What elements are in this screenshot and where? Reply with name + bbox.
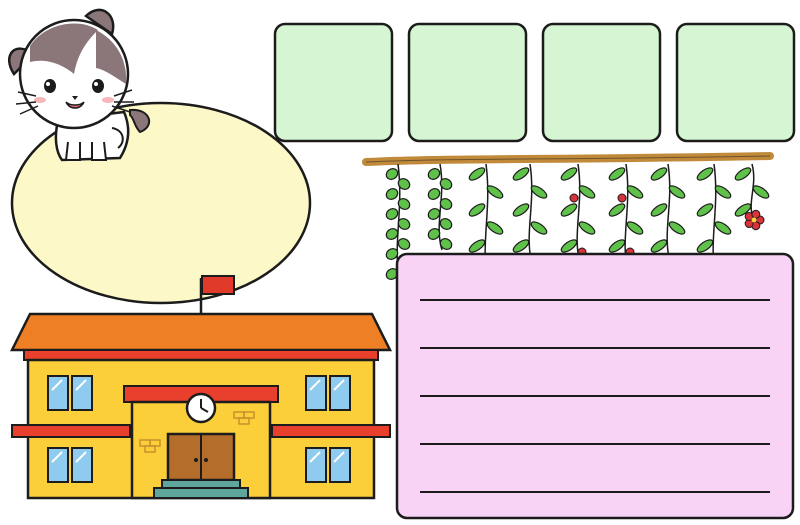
- window: [305, 447, 351, 483]
- vine-strand: [512, 163, 548, 265]
- title-box-1[interactable]: [273, 22, 394, 143]
- window: [47, 447, 93, 483]
- vine-strand: [427, 163, 453, 251]
- title-box-row: [273, 22, 796, 143]
- school-building-icon: [9, 275, 393, 500]
- title-box-4[interactable]: [675, 22, 796, 143]
- note-ruled-lines: [420, 299, 770, 493]
- vine-strand: [734, 163, 770, 231]
- school-windows: [47, 375, 351, 483]
- note-text-area[interactable]: [395, 252, 795, 520]
- cat-icon: [8, 8, 151, 162]
- window: [47, 375, 93, 411]
- window: [305, 375, 351, 411]
- vine-strand: [650, 163, 686, 263]
- title-box-2[interactable]: [407, 22, 528, 143]
- title-box-3[interactable]: [541, 22, 662, 143]
- vine-strand: [560, 163, 596, 265]
- clock-icon: [185, 392, 217, 424]
